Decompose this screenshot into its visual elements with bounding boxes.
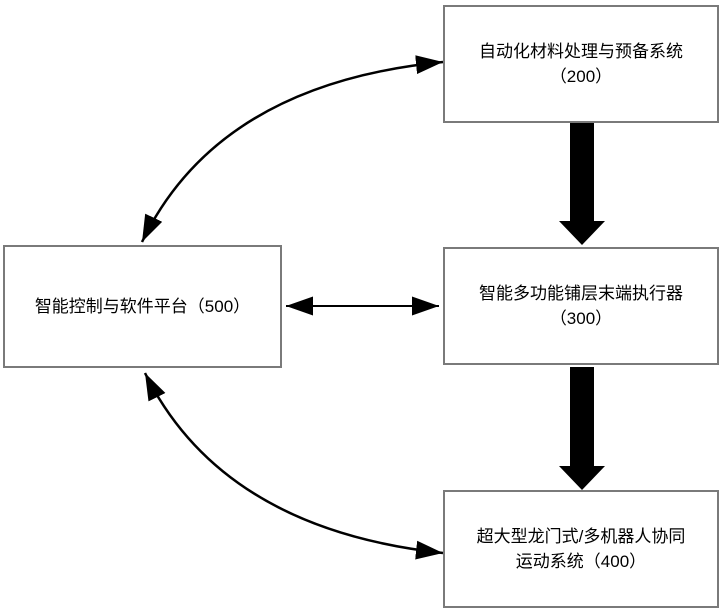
- arrow-end-effector-to-motion-system: [559, 367, 605, 490]
- node-layup-end-effector: 智能多功能铺层末端执行器 （300）: [443, 247, 719, 365]
- node-layup-end-effector-label: 智能多功能铺层末端执行器 （300）: [479, 283, 683, 329]
- node-control-software-platform-label: 智能控制与软件平台（500）: [34, 296, 251, 316]
- node-control-software-platform: 智能控制与软件平台（500）: [3, 245, 282, 368]
- node-gantry-motion-system: 超大型龙门式/多机器人协同 运动系统（400）: [443, 490, 719, 608]
- arrow-platform-motion-system: [143, 372, 444, 560]
- node-material-prep-system-label: 自动化材料处理与预备系统 （200）: [479, 41, 683, 87]
- arrow-platform-material-system: [140, 55, 444, 243]
- node-material-prep-system: 自动化材料处理与预备系统 （200）: [443, 5, 719, 123]
- node-gantry-motion-system-label: 超大型龙门式/多机器人协同 运动系统（400）: [476, 526, 686, 572]
- arrow-material-to-end-effector: [559, 123, 605, 245]
